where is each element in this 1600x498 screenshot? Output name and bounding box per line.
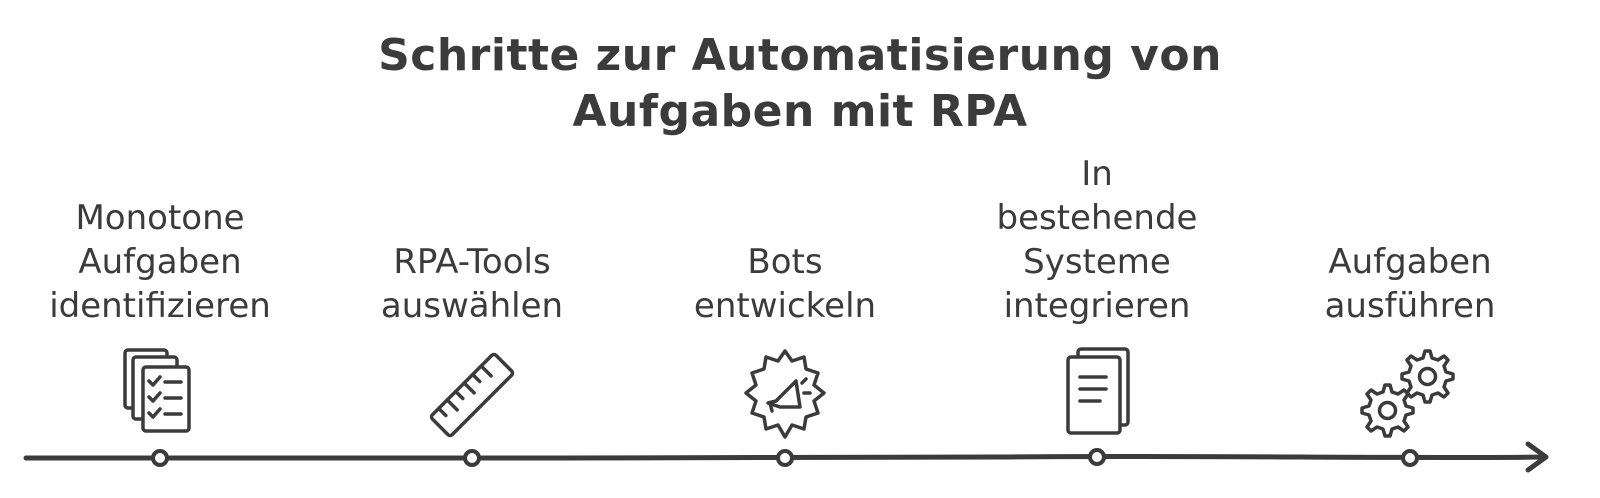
title-line-1: Schritte zur Automatisierung von (378, 30, 1222, 81)
ruler-icon (417, 345, 527, 445)
timeline-marker (776, 449, 794, 467)
step-label-line: bestehende (996, 198, 1198, 238)
document-icon (1042, 345, 1152, 445)
timeline-marker (1401, 449, 1419, 467)
step-label-select-tools: RPA-Tools auswählen (322, 240, 622, 328)
step-label-line: Aufgaben (1328, 242, 1492, 282)
diagram-title: Schritte zur Automatisierung von Aufgabe… (0, 28, 1600, 140)
megaphone-gear-icon (730, 345, 840, 445)
step-label-line: Systeme (1023, 242, 1171, 282)
step-label-line: Monotone (75, 198, 245, 238)
step-label-line: In (1081, 154, 1113, 194)
step-label-line: entwickeln (693, 286, 877, 326)
step-label-integrate: In bestehende Systeme integrieren (947, 152, 1247, 328)
timeline-marker (463, 449, 481, 467)
timeline-marker (151, 449, 169, 467)
step-label-line: ausführen (1324, 286, 1496, 326)
timeline-arrowhead (1525, 441, 1549, 473)
timeline-marker (1088, 448, 1106, 466)
step-label-execute: Aufgaben ausführen (1260, 240, 1560, 328)
step-label-line: Aufgaben (78, 242, 242, 282)
step-label-line: RPA-Tools (393, 242, 551, 282)
step-label-line: identifizieren (49, 286, 271, 326)
step-label-develop-bots: Bots entwickeln (635, 240, 935, 328)
step-label-line: integrieren (1003, 286, 1191, 326)
step-label-line: auswählen (380, 286, 564, 326)
gears-icon (1355, 345, 1465, 445)
step-label-identify: Monotone Aufgaben identifizieren (10, 196, 310, 328)
checklist-documents-icon (105, 345, 215, 445)
timeline-line (23, 453, 1547, 461)
title-line-2: Aufgaben mit RPA (572, 86, 1028, 137)
step-label-line: Bots (747, 242, 823, 282)
